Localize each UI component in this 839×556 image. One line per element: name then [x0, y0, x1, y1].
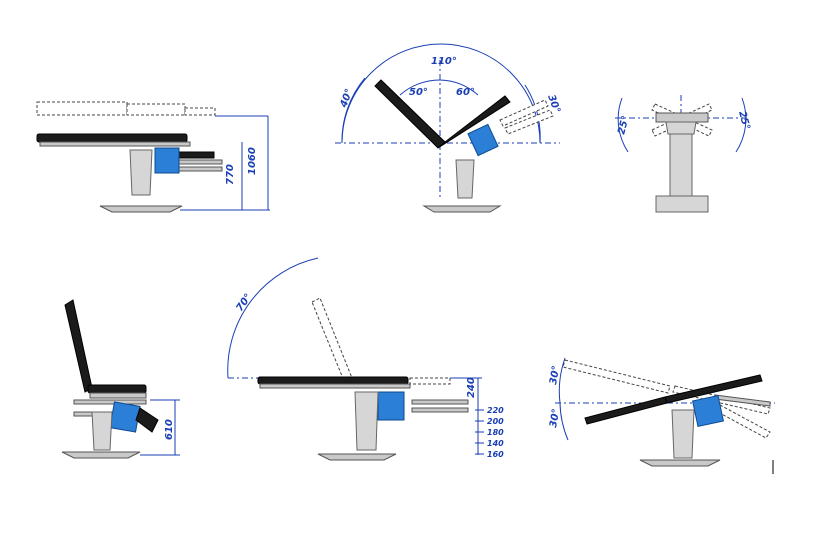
- diagram-lateral-tilt: 25° 25°: [615, 95, 752, 213]
- column: [354, 391, 379, 451]
- label-leg: 60°: [456, 87, 475, 98]
- rail-1: [73, 399, 147, 405]
- control-unit: [467, 123, 499, 157]
- diagram-chair-position: 610: [61, 299, 180, 459]
- arc-left: [617, 97, 629, 153]
- label-right: 25°: [736, 110, 752, 131]
- label-up: 30°: [548, 365, 562, 386]
- label-offset: 240: [466, 377, 477, 398]
- leg-ext-outline: [499, 99, 549, 127]
- leg-section: [437, 95, 511, 149]
- raised-table-outline: [36, 101, 128, 116]
- raised-table-outline-2: [126, 103, 186, 116]
- seat: [87, 384, 147, 394]
- leg-rail: [411, 399, 469, 405]
- base: [61, 451, 141, 459]
- leg-ext-outline: [715, 404, 771, 439]
- leg-plate: [177, 151, 215, 159]
- raised-head-outline: [184, 107, 216, 116]
- diagram-tilt-back-leg: 110° 50° 60° 40° 30°: [335, 43, 562, 213]
- base: [422, 205, 502, 213]
- column: [671, 409, 695, 459]
- label-height: 610: [164, 419, 175, 440]
- table-frame: [259, 383, 411, 389]
- backrest: [64, 299, 93, 393]
- arc-back: [399, 79, 441, 96]
- leg-section: [135, 407, 159, 433]
- label-total: 110°: [431, 56, 457, 67]
- column: [455, 159, 475, 199]
- label-down: 30°: [548, 408, 562, 429]
- base: [99, 205, 183, 213]
- arc-down: [559, 402, 569, 441]
- base: [655, 195, 709, 213]
- arc-leg: [439, 79, 479, 96]
- leg-rail: [175, 159, 223, 165]
- scale-label-1: 220: [487, 406, 504, 415]
- scale-label-2: 200: [487, 417, 504, 426]
- scale-label-5: 160: [487, 450, 504, 459]
- base: [317, 453, 397, 461]
- arc-back-ext: [341, 77, 366, 144]
- column: [91, 411, 113, 451]
- table-top: [257, 376, 409, 385]
- column: [129, 149, 153, 196]
- tilt-down-section: [584, 396, 668, 425]
- arc-up: [558, 357, 566, 404]
- control-unit: [691, 394, 725, 428]
- arc-total: [341, 43, 541, 144]
- arc-right: [735, 97, 747, 153]
- dim-label-low: 770: [225, 164, 236, 185]
- control-unit: [154, 147, 180, 174]
- leg-rail-2: [175, 166, 223, 172]
- backrest-raised-outline: [311, 297, 353, 382]
- diagram-trendelenburg: 30° 30°: [548, 357, 775, 474]
- arc-backrest: [227, 257, 319, 379]
- dim-label-high: 1060: [247, 147, 258, 175]
- label-back: 50°: [409, 87, 428, 98]
- table-frame: [39, 141, 191, 147]
- seat-frame: [89, 392, 147, 399]
- table-top: [655, 112, 709, 123]
- control-unit: [377, 391, 405, 421]
- diagram-backrest: 70° 240 220 200 180 140 160: [227, 257, 504, 461]
- label-angle: 70°: [234, 292, 254, 314]
- arc-leg-ext: [524, 84, 541, 144]
- diagram-height-adjust: 1060 770: [36, 101, 270, 213]
- leg-rail-2: [411, 407, 469, 413]
- head-outline: [409, 377, 451, 385]
- table-top: [36, 133, 188, 143]
- control-unit: [109, 401, 141, 433]
- label-left: 25°: [616, 115, 632, 136]
- scale-label-4: 140: [487, 439, 504, 448]
- column: [669, 133, 693, 197]
- column-head: [665, 121, 697, 135]
- leg-ext-outline-2: [504, 109, 554, 135]
- scale-label-3: 180: [487, 428, 504, 437]
- base: [639, 459, 721, 467]
- tilt-down-section-2: [664, 374, 763, 404]
- tilt-up-outline: [562, 359, 671, 394]
